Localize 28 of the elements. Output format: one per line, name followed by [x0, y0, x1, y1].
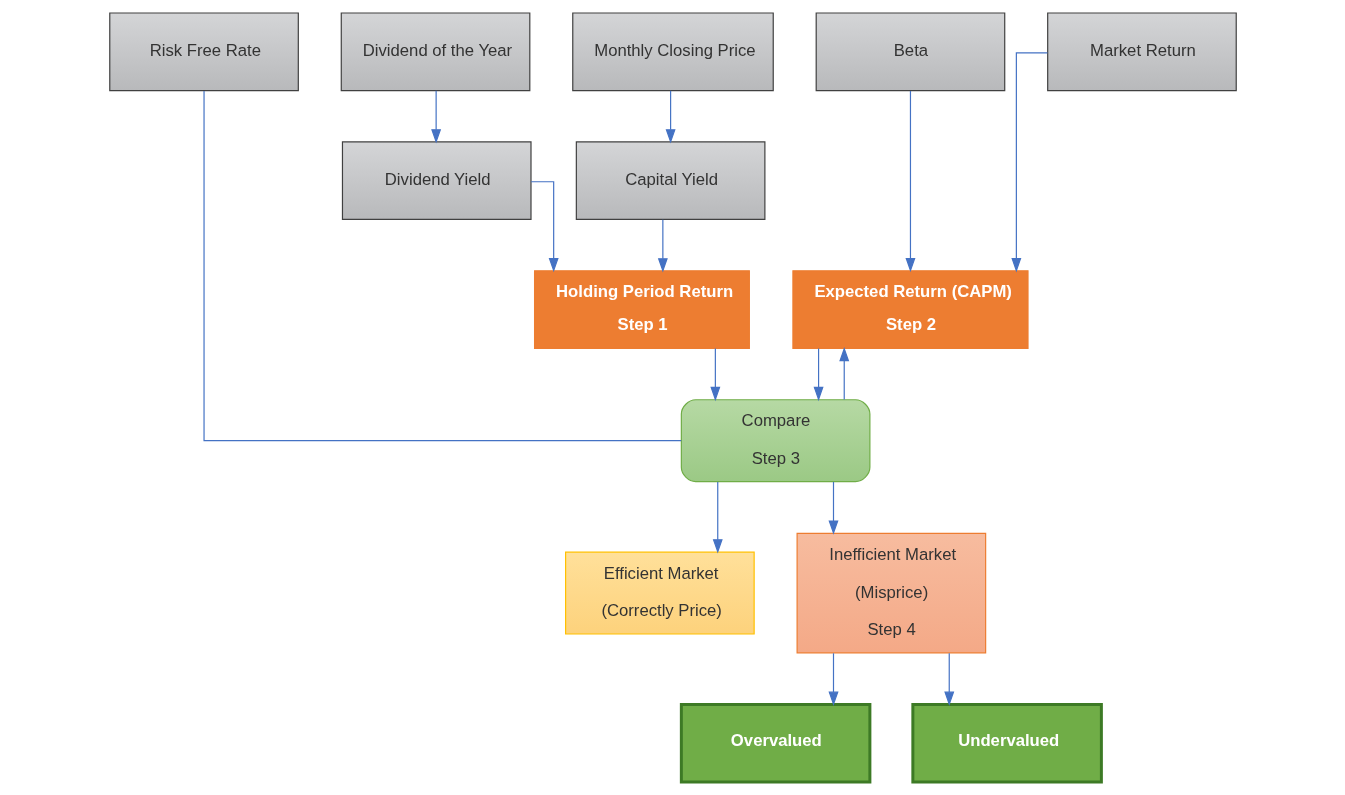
arrow [828, 652, 838, 706]
connector [202, 90, 682, 442]
node-box: Dividend Yield [341, 141, 532, 221]
arrow [430, 90, 441, 144]
arrow [530, 181, 559, 273]
arrow [712, 481, 723, 554]
arrow [828, 481, 838, 535]
node-box: Inefficient Market (Misprice) Step 4 [796, 532, 986, 654]
arrow [709, 347, 720, 402]
node-box: Dividend of the Year [340, 12, 530, 92]
arrow [813, 347, 824, 402]
node-box: Risk Free Rate [108, 12, 299, 92]
node-box: Overvalued [679, 702, 871, 784]
arrow [665, 90, 676, 144]
arrow [838, 346, 849, 401]
arrow [943, 652, 954, 706]
node-box: Capital Yield [575, 141, 765, 221]
node-box: Compare Step 3 [680, 399, 870, 483]
arrow [657, 219, 668, 273]
node-box: Monthly Closing Price [571, 12, 774, 92]
node-box: Efficient Market (Correctly Price) [564, 551, 755, 635]
node-box: Holding Period Return Step 1 [533, 270, 750, 349]
arrow [904, 90, 915, 273]
arrow [1010, 52, 1048, 273]
node-box: Beta [815, 12, 1005, 92]
node-box: Expected Return (CAPM) Step 2 [791, 270, 1029, 349]
node-box: Undervalued [910, 702, 1103, 784]
node-box: Market Return [1046, 12, 1237, 92]
